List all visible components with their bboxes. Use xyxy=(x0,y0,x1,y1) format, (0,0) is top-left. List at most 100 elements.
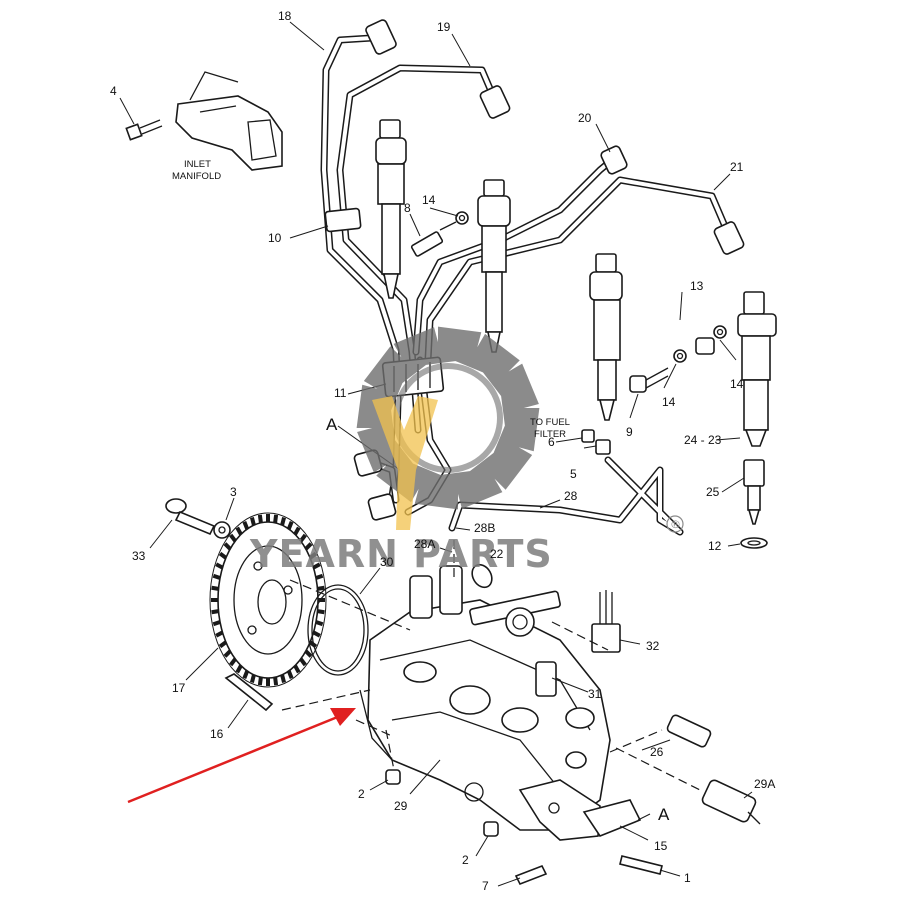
gear-17 xyxy=(209,512,327,688)
callout-33: 33 xyxy=(132,549,146,563)
gear-outline xyxy=(209,512,327,688)
watermark-accent-shape xyxy=(372,396,438,530)
gear-tooth xyxy=(304,649,313,658)
callout-7: 7 xyxy=(482,879,489,893)
callout-1: 1 xyxy=(684,871,691,885)
callout-15: 15 xyxy=(654,839,668,853)
callout-14-top: 14 xyxy=(422,193,436,207)
gear-tooth xyxy=(299,533,307,543)
callout-10: 10 xyxy=(268,231,282,245)
gear-tooth xyxy=(223,649,232,658)
nuts-5-6 xyxy=(581,429,611,455)
sensor-32 xyxy=(591,590,621,653)
note-labels: INLET MANIFOLD TO FUEL FILTER xyxy=(172,159,570,440)
callout-24-23: 24 - 23 xyxy=(684,433,722,447)
gear-tooth xyxy=(235,526,243,536)
callout-21: 21 xyxy=(730,160,744,174)
callout-28B: 28B xyxy=(474,521,495,535)
gear-tooth xyxy=(286,670,294,679)
gear-tooth xyxy=(257,676,263,686)
gear-tooth xyxy=(280,674,286,684)
inlet-manifold-label-line1: INLET xyxy=(184,159,211,170)
sensor-26 xyxy=(666,714,712,748)
gear-tooth xyxy=(312,562,321,570)
pointer-arrow xyxy=(127,708,356,804)
gear-tooth xyxy=(218,551,228,560)
gear-tooth xyxy=(218,640,228,649)
gear-tooth xyxy=(242,670,250,679)
callout-17: 17 xyxy=(172,681,186,695)
gear-tooth xyxy=(212,573,221,580)
callout-14-mid: 14 xyxy=(662,395,676,409)
watermark-gear-ring xyxy=(356,326,540,510)
assembly-dashed-lines xyxy=(281,540,701,791)
bolt-4 xyxy=(125,119,163,141)
stud-16 xyxy=(224,673,274,712)
gear-tooth xyxy=(211,585,219,591)
callout-labels: 18 19 4 20 21 10 8 14 11 13 14 14 9 24 -… xyxy=(110,9,775,893)
gear-tooth xyxy=(286,521,294,530)
gear-tooth xyxy=(242,521,250,530)
callout-11: 11 xyxy=(334,386,347,400)
gear-tooth xyxy=(293,664,301,674)
callout-28A: 28A xyxy=(414,537,435,551)
gear-tooth xyxy=(315,620,324,627)
gear-tooth xyxy=(229,657,237,667)
callout-5: 5 xyxy=(570,467,577,481)
callout-9: 9 xyxy=(626,425,633,439)
gear-tooth xyxy=(257,514,263,524)
sensor-29a xyxy=(701,779,761,825)
callout-8: 8 xyxy=(404,201,411,215)
callout-26: 26 xyxy=(650,745,664,759)
callout-30: 30 xyxy=(380,555,394,569)
fitting-8 xyxy=(410,221,457,257)
bracket-15 xyxy=(582,799,642,837)
registered-mark-circle xyxy=(666,515,684,533)
callout-16: 16 xyxy=(210,727,224,741)
gear-tooth xyxy=(235,664,243,674)
fuel-filter-label-line1: TO FUEL xyxy=(530,417,570,428)
gear-tooth xyxy=(308,551,318,560)
gear-tooth xyxy=(273,676,279,686)
callout-2-left: 2 xyxy=(358,787,365,801)
callout-19: 19 xyxy=(437,20,451,34)
callout-29: 29 xyxy=(394,799,408,813)
washers-14 xyxy=(455,211,727,363)
callout-20: 20 xyxy=(578,111,592,125)
injector-4 xyxy=(737,291,777,447)
injector-2 xyxy=(477,179,511,353)
gear-tooth xyxy=(312,630,321,638)
callout-12: 12 xyxy=(708,539,722,553)
nozzle-25 xyxy=(743,459,765,525)
inlet-manifold xyxy=(175,71,283,171)
gear-tooth xyxy=(317,609,325,615)
gear-tooth xyxy=(223,542,232,551)
callout-2-bottom: 2 xyxy=(462,853,469,867)
bolts-1-7 xyxy=(514,855,663,886)
gear-tooth xyxy=(212,620,221,627)
callout-13: 13 xyxy=(690,279,704,293)
gear-tooth xyxy=(211,609,219,615)
gear-tooth xyxy=(250,674,256,684)
fitting-22 xyxy=(471,563,493,589)
pipe-nuts xyxy=(353,19,745,521)
gear-tooth xyxy=(304,542,313,551)
injector-3 xyxy=(589,253,623,421)
gear-tooth xyxy=(293,526,301,536)
callout-3: 3 xyxy=(230,485,237,499)
callout-18: 18 xyxy=(278,9,292,23)
inlet-manifold-label-line2: MANIFOLD xyxy=(172,171,221,182)
o-ring-30 xyxy=(307,584,369,676)
injector-1 xyxy=(375,119,407,299)
callout-28: 28 xyxy=(564,489,578,503)
gear-tooth xyxy=(215,630,224,638)
brand-watermark: YEARN PARTS ® xyxy=(249,326,684,576)
gear-tooth xyxy=(229,533,237,543)
callout-4: 4 xyxy=(110,84,117,98)
callout-29A: 29A xyxy=(754,777,775,791)
watermark-brand-text: YEARN PARTS xyxy=(249,532,553,576)
callout-32: 32 xyxy=(646,639,660,653)
washer-12 xyxy=(740,537,768,549)
